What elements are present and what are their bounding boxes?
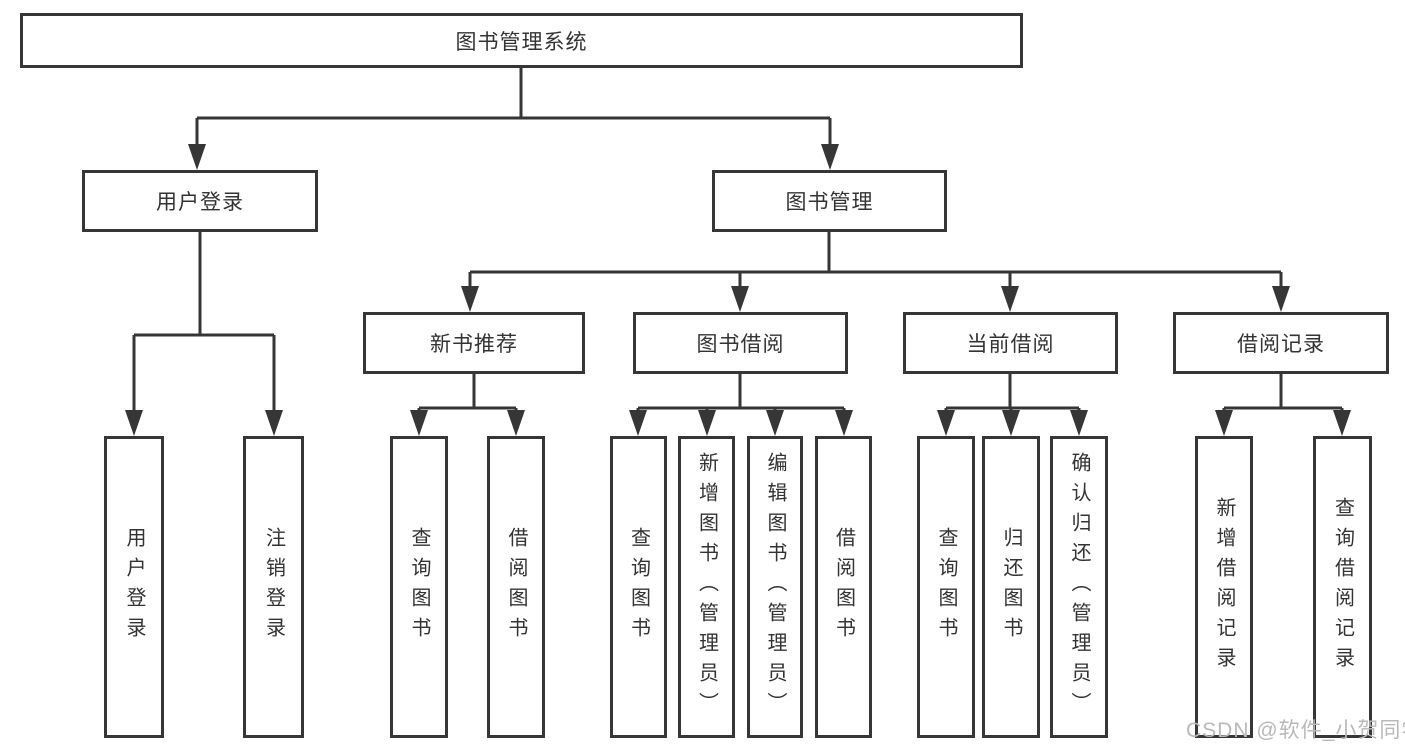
leaf-add-books-admin: 新增图书（管理员） — [678, 436, 735, 738]
leaf-edit-books-admin: 编辑图书（管理员） — [747, 436, 803, 738]
node-label: 新书推荐 — [430, 333, 518, 356]
node-new-book-recommend: 新书推荐 — [363, 312, 585, 374]
leaf-label: 查询图书 — [408, 527, 430, 647]
leaf-label: 借阅图书 — [505, 527, 527, 647]
node-borrowing-records: 借阅记录 — [1173, 312, 1389, 374]
node-label: 图书管理 — [785, 191, 874, 214]
node-user-login-module: 用户登录 — [82, 170, 318, 232]
leaf-borrow-books: 借阅图书 — [487, 436, 545, 738]
leaf-return-books: 归还图书 — [982, 436, 1040, 738]
leaf-label: 借阅图书 — [832, 527, 855, 647]
leaf-label: 查询图书 — [627, 527, 650, 647]
leaf-add-borrow-record: 新增借阅记录 — [1195, 436, 1253, 738]
leaf-query-books: 查询图书 — [610, 436, 667, 738]
node-label: 借阅记录 — [1237, 333, 1325, 356]
node-label: 图书借阅 — [696, 333, 785, 356]
node-book-borrowing: 图书借阅 — [633, 312, 848, 374]
node-label: 当前借阅 — [966, 333, 1055, 356]
leaf-confirm-return-admin: 确认归还（管理员） — [1050, 436, 1108, 738]
node-current-borrowing: 当前借阅 — [903, 312, 1118, 374]
node-book-management-module: 图书管理 — [712, 170, 947, 232]
leaf-query-borrow-record: 查询借阅记录 — [1313, 436, 1372, 738]
leaf-label: 确认归还（管理员） — [1068, 452, 1090, 722]
leaf-borrow-books: 借阅图书 — [815, 436, 872, 738]
leaf-label: 新增借阅记录 — [1213, 497, 1235, 677]
leaf-label: 编辑图书（管理员） — [764, 452, 786, 722]
leaf-label: 新增图书（管理员） — [695, 452, 718, 722]
node-label: 用户登录 — [156, 191, 244, 214]
csdn-watermark: CSDN @软件_小贺同学 — [1186, 719, 1405, 742]
arrowhead-icons — [125, 144, 1351, 436]
node-label: 图书管理系统 — [455, 30, 588, 54]
leaf-logout: 注销登录 — [243, 436, 304, 738]
leaf-label: 归还图书 — [1000, 527, 1022, 647]
leaf-query-books: 查询图书 — [917, 436, 975, 738]
leaf-label: 注销登录 — [262, 527, 285, 647]
leaf-user-login: 用户登录 — [104, 436, 164, 738]
leaf-label: 查询借阅记录 — [1331, 497, 1354, 677]
leaf-query-books: 查询图书 — [390, 436, 448, 738]
leaf-label: 用户登录 — [123, 527, 145, 647]
leaf-label: 查询图书 — [935, 527, 957, 647]
node-library-management-system: 图书管理系统 — [20, 13, 1023, 68]
